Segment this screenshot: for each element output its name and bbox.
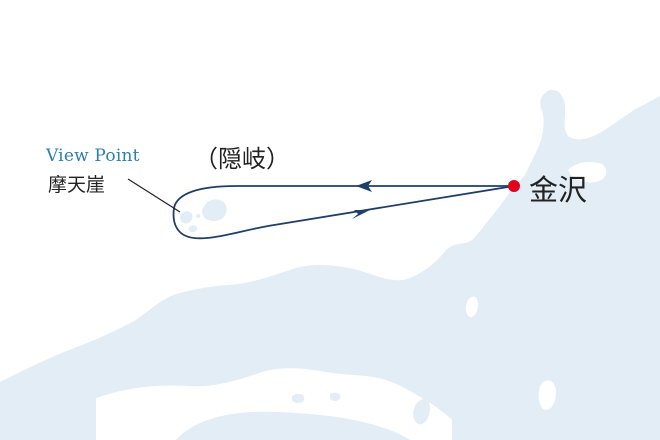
honshu-landmass	[0, 89, 660, 440]
ise-bay	[538, 380, 556, 411]
route-outbound	[173, 185, 514, 209]
toyama-bay	[568, 162, 607, 183]
inland-lake	[465, 296, 478, 318]
inland-sea-islands	[292, 392, 430, 425]
route-arrow-icon	[352, 210, 370, 219]
port-marker-icon	[508, 180, 520, 192]
route-arrow-icon	[356, 180, 372, 192]
viewpoint-name: 摩天崖	[48, 174, 106, 196]
oki-islands	[180, 199, 227, 233]
viewpoint-title: View Point	[46, 146, 140, 166]
port-label: 金沢	[529, 173, 588, 207]
route-return	[172, 185, 515, 240]
viewpoint-leader-line	[127, 178, 181, 213]
island-label: （隠岐）	[194, 145, 290, 173]
shikoku-landmass	[176, 411, 410, 440]
